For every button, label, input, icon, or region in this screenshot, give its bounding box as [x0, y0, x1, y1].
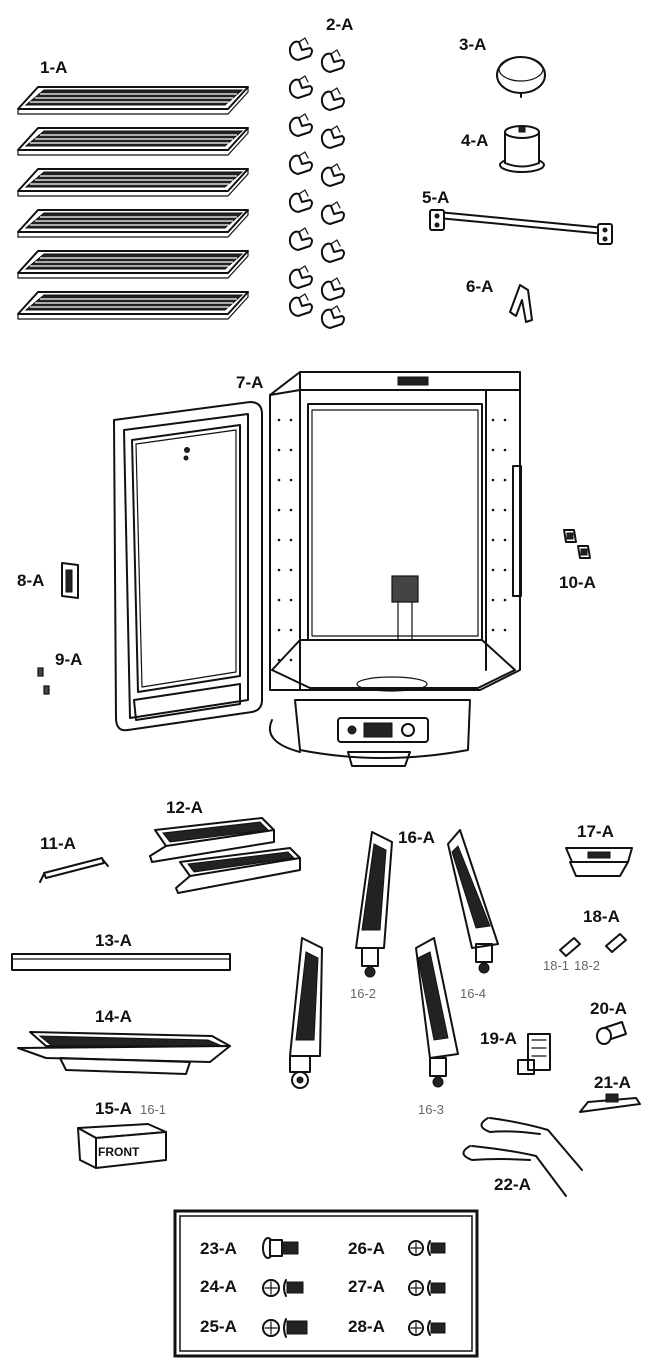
label-2-a: 2-A	[326, 15, 353, 34]
label-1-a: 1-A	[40, 58, 67, 77]
label-10-a: 10-A	[559, 573, 596, 592]
label-21-a: 21-A	[594, 1073, 631, 1092]
side-rail	[11, 953, 231, 971]
label-24-a: 24-A	[200, 1277, 237, 1296]
label-22-a: 22-A	[494, 1175, 531, 1194]
label-18-a: 18-A	[583, 907, 620, 926]
label-27-a: 27-A	[348, 1277, 385, 1296]
label-28-a: 28-A	[348, 1317, 385, 1336]
front-box: FRONT	[77, 1123, 167, 1169]
probes	[462, 1117, 583, 1197]
hinges	[37, 667, 50, 695]
plate	[579, 1093, 641, 1113]
label-9-a: 9-A	[55, 650, 82, 669]
feet	[563, 529, 591, 559]
damper-cap	[496, 56, 546, 98]
label-25-a: 25-A	[200, 1317, 237, 1336]
bracket	[509, 284, 533, 323]
legs	[289, 829, 499, 1089]
knob	[596, 1021, 627, 1045]
label-4-a: 4-A	[461, 131, 488, 150]
label-23-a: 23-A	[200, 1239, 237, 1258]
sublabel-18-1: 18-1	[543, 958, 569, 973]
screw-icon	[408, 1280, 446, 1296]
label-20-a: 20-A	[590, 999, 627, 1018]
rack-clips	[288, 37, 345, 329]
label-3-a: 3-A	[459, 35, 486, 54]
sublabel-16-3: 16-3	[418, 1102, 444, 1117]
label-13-a: 13-A	[95, 931, 132, 950]
label-7-a: 7-A	[236, 373, 263, 392]
ash-cup	[565, 847, 633, 877]
box-front-text: FRONT	[98, 1145, 140, 1159]
label-12-a: 12-A	[166, 798, 203, 817]
label-11-a: 11-A	[40, 834, 76, 853]
label-14-a: 14-A	[95, 1007, 132, 1026]
label-8-a: 8-A	[17, 571, 44, 590]
label-5-a: 5-A	[422, 188, 449, 207]
screw-icon	[408, 1240, 446, 1256]
label-26-a: 26-A	[348, 1239, 385, 1258]
sublabel-16-4: 16-4	[460, 986, 486, 1001]
handle-bar	[429, 209, 613, 245]
label-19-a: 19-A	[480, 1029, 517, 1048]
sublabel-16-2: 16-2	[350, 986, 376, 1001]
screw-icon	[262, 1318, 308, 1338]
sensor-bracket	[517, 1033, 551, 1075]
grease-tray	[17, 1031, 231, 1075]
label-17-a: 17-A	[577, 822, 614, 841]
tool-bar	[39, 857, 109, 883]
smoker-body	[113, 371, 522, 767]
cabinet-holes	[277, 418, 507, 662]
door-handle	[61, 562, 79, 599]
screw-icon	[408, 1320, 446, 1336]
hooks-18	[559, 933, 627, 957]
hardware-box: 23-A 24-A 25-A 26-A 27-A 28-A	[173, 1209, 479, 1358]
cooking-racks	[17, 86, 249, 320]
chimney	[499, 125, 545, 173]
sublabel-16-1: 16-1	[140, 1102, 166, 1117]
sublabel-18-2: 18-2	[574, 958, 600, 973]
drip-trays	[149, 817, 301, 894]
label-16-a: 16-A	[398, 828, 435, 847]
screw-icon	[262, 1279, 304, 1297]
label-15-a: 15-A	[95, 1099, 132, 1118]
label-6-a: 6-A	[466, 277, 493, 296]
part-labels: 1-A 2-A 3-A 4-A 5-A 6-A 7-A 8-A 9-A 10-A…	[17, 15, 631, 1194]
